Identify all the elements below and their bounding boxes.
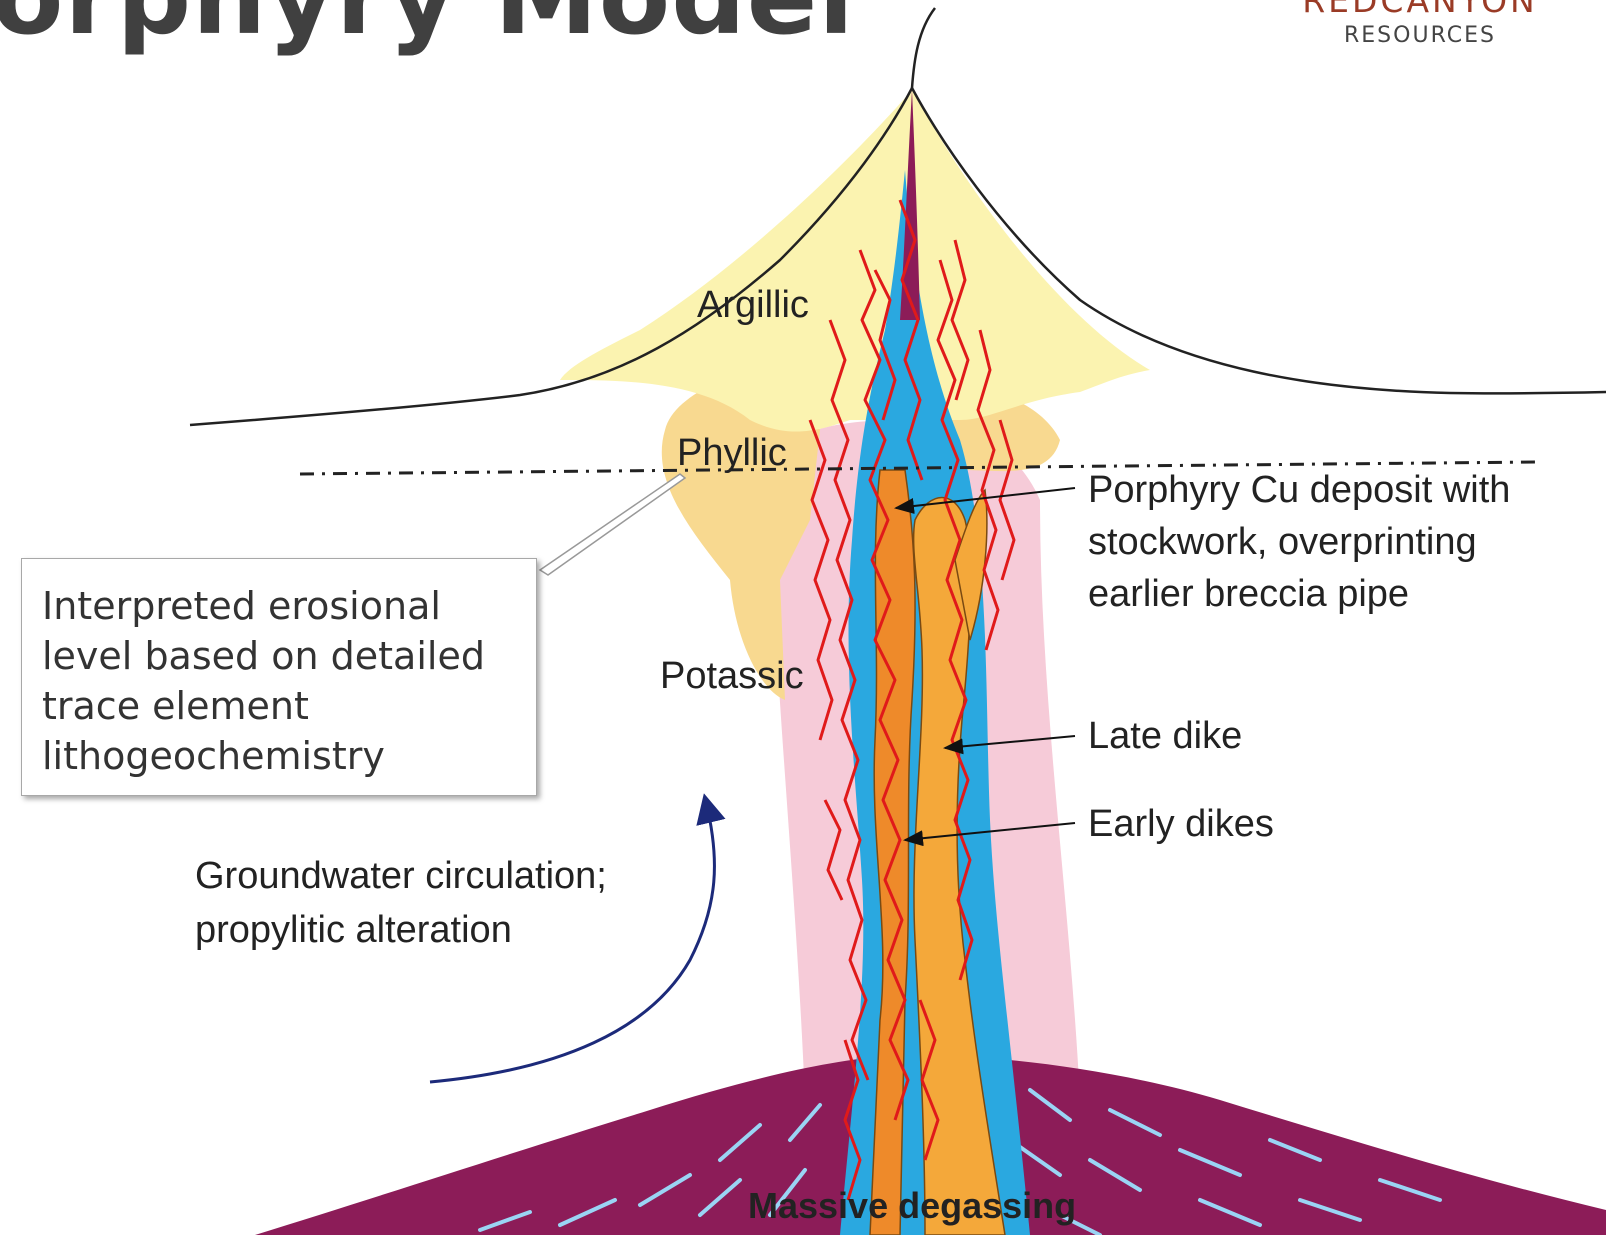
porphyry-label-line1: Porphyry Cu deposit with — [1088, 469, 1510, 511]
porphyry-label-line2: stockwork, overprinting — [1088, 521, 1477, 563]
callout-text: Interpreted erosional level based on det… — [42, 584, 485, 778]
callout-pointer — [540, 474, 685, 575]
degassing-plume-line — [912, 8, 935, 88]
phyllic-label: Phyllic — [677, 432, 787, 474]
groundwater-label-line2: propylitic alteration — [195, 909, 512, 951]
argillic-label: Argillic — [697, 284, 809, 326]
degassing-label: Massive degassing — [748, 1185, 1076, 1226]
porphyry-label-line3: earlier breccia pipe — [1088, 573, 1409, 615]
groundwater-label-line1: Groundwater circulation; — [195, 855, 607, 897]
late-dike-label: Late dike — [1088, 715, 1242, 757]
early-dikes-label: Early dikes — [1088, 803, 1274, 845]
argillic-zone — [560, 90, 1150, 432]
potassic-label: Potassic — [660, 655, 804, 697]
erosional-level-callout: Interpreted erosional level based on det… — [21, 558, 537, 796]
